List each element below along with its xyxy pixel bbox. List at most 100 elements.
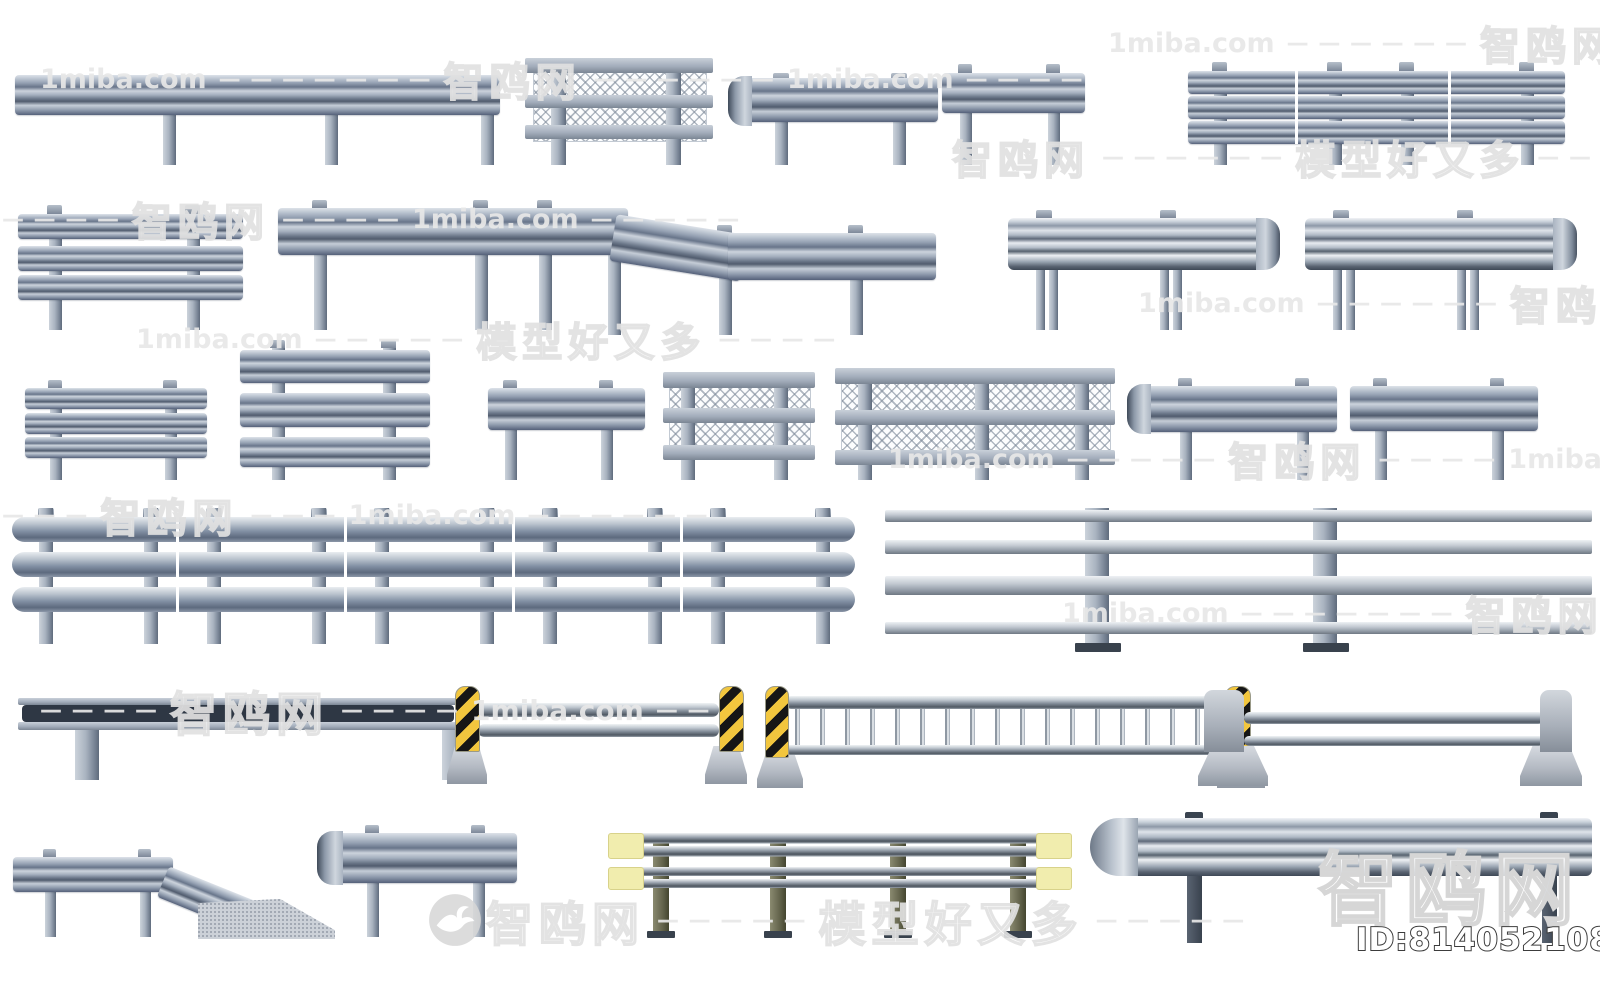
rail2 bbox=[1141, 386, 1337, 432]
post bbox=[1048, 113, 1060, 165]
cap bbox=[473, 200, 488, 208]
post bbox=[681, 380, 695, 480]
post bbox=[1492, 431, 1504, 480]
post bbox=[367, 883, 379, 937]
postdark bbox=[1542, 876, 1557, 943]
cap bbox=[503, 380, 517, 388]
cap bbox=[1457, 210, 1473, 218]
rail2 bbox=[942, 73, 1085, 113]
endcap bbox=[1127, 384, 1151, 434]
double-pipe-barrier-rear bbox=[1198, 690, 1583, 790]
post bbox=[314, 245, 327, 330]
yellowend bbox=[1036, 833, 1072, 859]
post bbox=[601, 430, 613, 480]
thrie-beam-guardrail-rounded-end-1 bbox=[1008, 210, 1280, 330]
rail2 bbox=[25, 388, 207, 409]
tube bbox=[12, 587, 855, 612]
darkbar bbox=[22, 705, 454, 722]
baseplate bbox=[764, 931, 792, 938]
pipe bbox=[785, 696, 1227, 709]
w-beam-guardrail-end-terminal bbox=[728, 73, 938, 165]
post bbox=[775, 122, 788, 165]
tube bbox=[12, 517, 855, 542]
rail2 bbox=[240, 350, 430, 383]
postdark bbox=[1187, 876, 1202, 943]
pipe bbox=[1244, 736, 1544, 746]
grayend bbox=[1204, 690, 1244, 752]
post bbox=[49, 214, 62, 330]
cap bbox=[958, 64, 972, 73]
triple-w-beam-guardrail-medium bbox=[240, 340, 430, 480]
post bbox=[140, 892, 151, 937]
cap bbox=[1046, 64, 1060, 73]
rail2 bbox=[1188, 121, 1565, 144]
w-beam-guardrail-short bbox=[942, 64, 1085, 165]
cap bbox=[312, 200, 327, 208]
flat bbox=[663, 445, 815, 460]
rail2 bbox=[18, 275, 243, 300]
mesh-guardrail-wide bbox=[835, 368, 1115, 480]
post bbox=[1470, 218, 1479, 330]
ramp bbox=[198, 899, 335, 939]
post bbox=[1180, 432, 1192, 480]
base bbox=[1520, 746, 1582, 786]
post bbox=[325, 115, 338, 165]
yellowend bbox=[1036, 867, 1072, 890]
fr bbox=[885, 540, 1592, 554]
flat bbox=[525, 95, 713, 108]
w-beam-guardrail-long bbox=[15, 75, 500, 165]
pipes2 bbox=[638, 867, 1040, 888]
big-brand-watermark: 智鸥网 bbox=[1317, 843, 1582, 938]
flat bbox=[18, 722, 458, 730]
post bbox=[1375, 431, 1387, 480]
baseplate bbox=[884, 931, 912, 938]
post bbox=[850, 270, 863, 335]
cap bbox=[138, 849, 151, 857]
cap bbox=[471, 825, 485, 833]
post bbox=[719, 270, 732, 335]
baseplate bbox=[1075, 643, 1121, 652]
cap bbox=[185, 205, 200, 214]
divider bbox=[176, 517, 179, 612]
base bbox=[1198, 746, 1268, 786]
yellowend bbox=[608, 833, 644, 859]
divider bbox=[344, 517, 347, 612]
post bbox=[774, 380, 788, 480]
baseplate bbox=[1004, 931, 1032, 938]
post bbox=[45, 892, 56, 937]
rail2 bbox=[740, 78, 938, 122]
pipe bbox=[478, 724, 719, 737]
divider bbox=[512, 517, 515, 612]
stripepost bbox=[455, 686, 480, 752]
divider bbox=[1448, 71, 1451, 144]
capdark bbox=[1185, 812, 1203, 820]
fr bbox=[885, 622, 1592, 634]
post bbox=[187, 214, 200, 330]
post bbox=[608, 255, 621, 335]
rail2 bbox=[333, 833, 517, 883]
cap bbox=[381, 340, 396, 348]
post bbox=[1313, 508, 1337, 643]
double-pipe-barrier-striped-posts bbox=[447, 686, 748, 785]
double-pipe-guardrail-yellow-reflectors bbox=[608, 833, 1072, 945]
baseplate bbox=[647, 931, 675, 938]
transition-w-beam-guardrail bbox=[278, 200, 936, 335]
pedestrian-railing-striped-posts bbox=[757, 686, 1265, 788]
cap bbox=[848, 225, 863, 233]
box-beam-barrier bbox=[18, 698, 473, 783]
cap bbox=[365, 825, 379, 833]
three-rail-roadside-barrier-long bbox=[12, 497, 855, 647]
watermark-dash: — — — — — — bbox=[1286, 30, 1468, 56]
rail2 bbox=[488, 388, 645, 430]
thrie-beam-guardrail-bullnose bbox=[1090, 812, 1592, 943]
fr bbox=[885, 576, 1592, 595]
capdark bbox=[1540, 812, 1558, 820]
base bbox=[757, 752, 803, 788]
id-label: ID:814052108 bbox=[1355, 921, 1600, 959]
rail2 bbox=[278, 208, 628, 255]
cap bbox=[1160, 210, 1176, 218]
base bbox=[705, 746, 747, 784]
cap bbox=[43, 849, 56, 857]
cap bbox=[1212, 62, 1227, 71]
